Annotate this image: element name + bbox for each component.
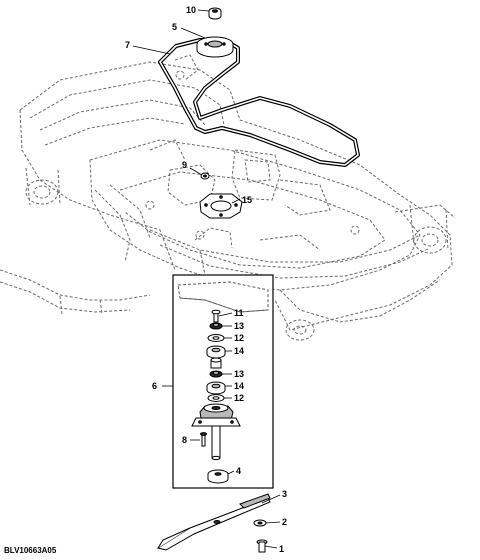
- spindle-bolt: [211, 309, 221, 323]
- callout-12-upper: 12: [234, 333, 244, 343]
- callout-6: 6: [152, 381, 157, 391]
- housing-bolt: [200, 432, 207, 447]
- spindle-spacer-tube: [210, 357, 222, 369]
- figure-code: BLV10663A05: [4, 546, 57, 555]
- blade-bolt: [256, 539, 268, 553]
- blade-hub: [207, 469, 229, 484]
- callout-7: 7: [125, 40, 130, 50]
- pulley-nut: [208, 7, 222, 20]
- blade-washer: [253, 519, 267, 527]
- callout-5: 5: [172, 22, 177, 32]
- callout-14-lower: 14: [234, 381, 244, 391]
- callout-1: 1: [279, 544, 284, 554]
- lower-bearing-13: [209, 370, 223, 378]
- callout-10: 10: [186, 5, 196, 15]
- callout-9: 9: [182, 160, 187, 170]
- leader-lines: [132, 9, 281, 549]
- upper-bearing-13: [209, 322, 223, 330]
- upper-washer-12: [207, 334, 225, 342]
- callout-labels: 10 5 7 9 15 6 11 13 12 14 13 14 12 8 4 3…: [125, 5, 287, 554]
- callout-4: 4: [236, 466, 241, 476]
- drive-pulley: [196, 36, 234, 58]
- callout-11: 11: [234, 308, 244, 318]
- callout-3: 3: [282, 489, 287, 499]
- callout-13-lower: 13: [234, 369, 244, 379]
- callout-8: 8: [182, 435, 187, 445]
- spindle-shaft: [211, 425, 221, 461]
- lower-washer-12: [207, 394, 225, 402]
- callout-2: 2: [282, 517, 287, 527]
- mower-blade: [156, 493, 271, 551]
- spindle-detail-frame: [172, 274, 274, 489]
- callout-12-lower: 12: [234, 393, 244, 403]
- spindle-mounting-plate: [199, 193, 243, 219]
- callout-15: 15: [242, 195, 252, 205]
- upper-bearing-14: [206, 345, 226, 359]
- callout-13-upper: 13: [234, 321, 244, 331]
- idler-nut: [200, 172, 210, 180]
- drive-belt: [158, 38, 360, 167]
- callout-14-upper: 14: [234, 346, 244, 356]
- lower-bearing-14: [206, 381, 226, 395]
- spindle-housing: [191, 403, 241, 427]
- spindle-housing-section: [177, 281, 269, 313]
